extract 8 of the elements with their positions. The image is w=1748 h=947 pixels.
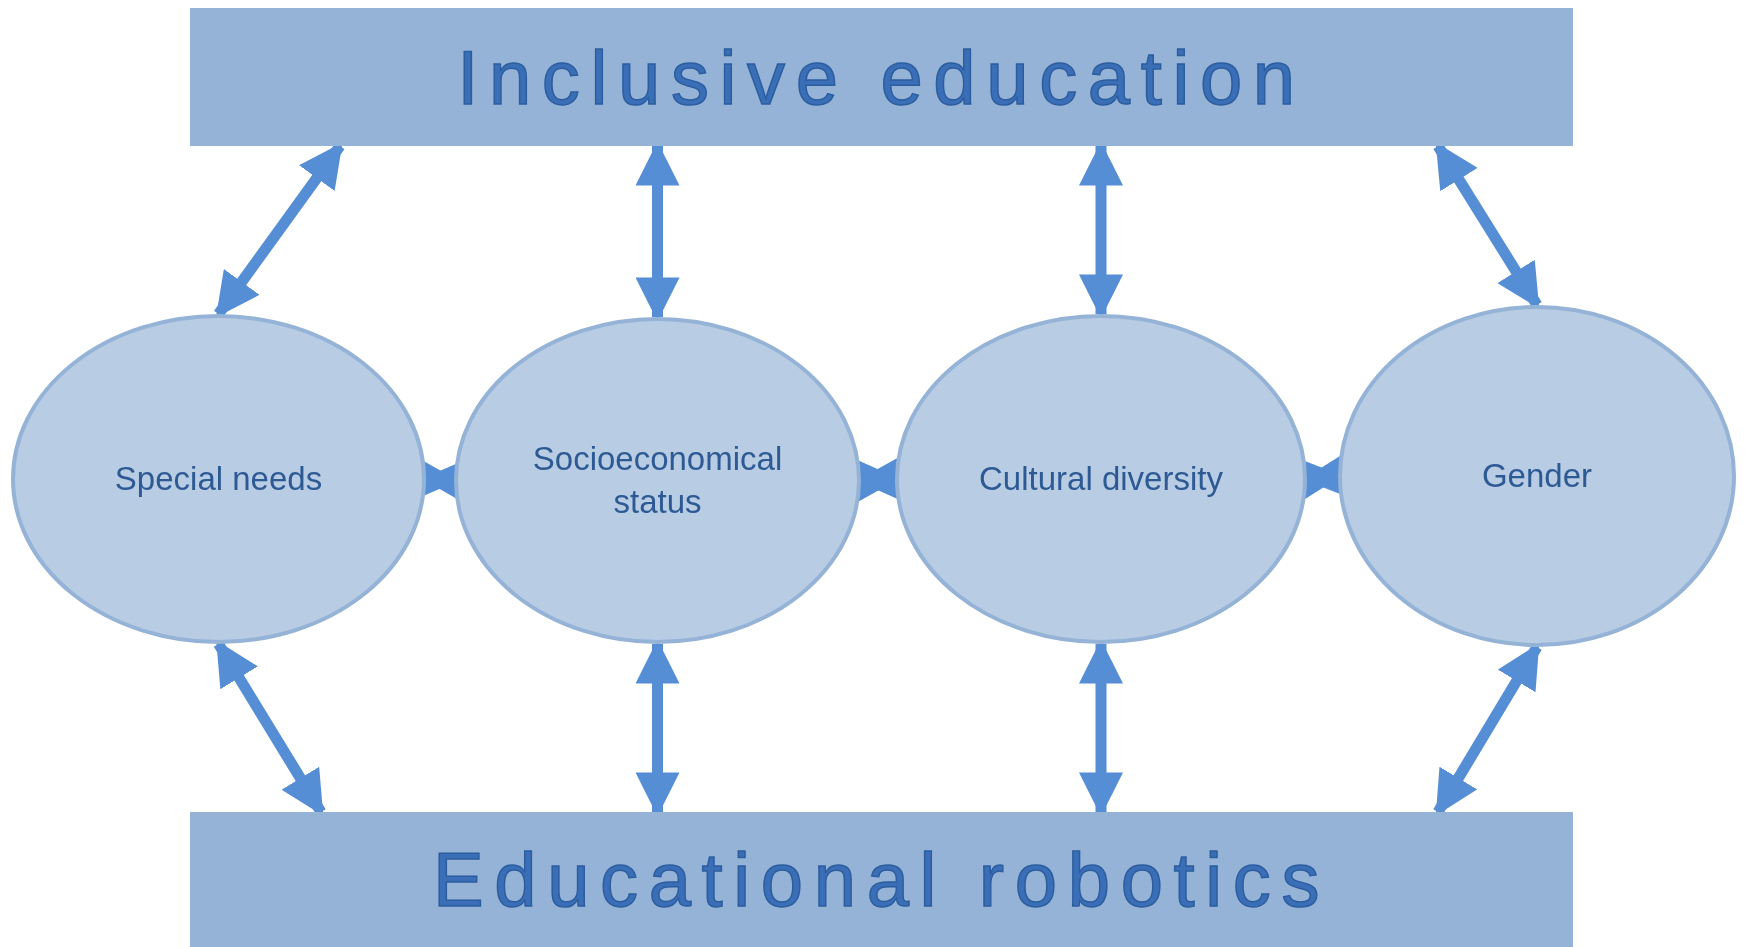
topic-label: Cultural diversity: [979, 458, 1223, 499]
banner-title: Inclusive education: [457, 33, 1306, 121]
topic-label: Gender: [1481, 455, 1593, 496]
banner-title: Educational robotics: [432, 836, 1331, 923]
topic-label: Special needs: [114, 458, 323, 499]
title-banner: [190, 812, 1573, 947]
title-banner: [190, 8, 1573, 146]
topic-label: Socioeconomical status: [532, 438, 783, 522]
